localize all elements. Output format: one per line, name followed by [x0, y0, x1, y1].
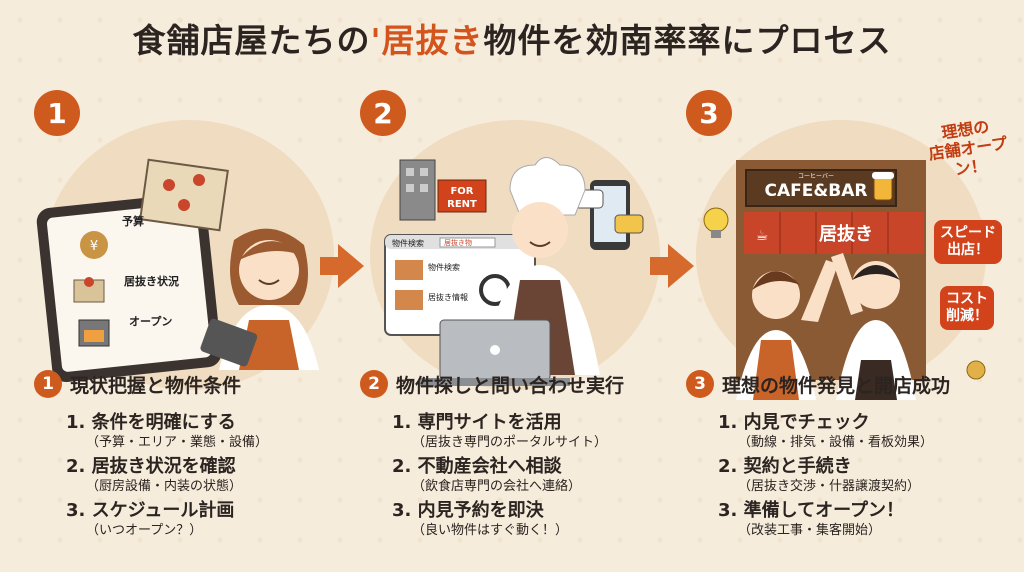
step-3-illustration: CAFE&BAR コーヒーバー ☕ 居抜き	[703, 160, 995, 400]
step-3-number: 3	[686, 90, 732, 136]
list-item: 1. 内見でチェック（動線・排気・設備・看板効果）	[718, 412, 934, 450]
svg-text:RENT: RENT	[447, 199, 477, 210]
cost-badge: コスト 削減！	[940, 286, 994, 330]
step-2-number: 2	[360, 90, 406, 136]
arrow-right-icon	[320, 257, 340, 275]
open-badge: 理想の 店舗オープン！	[927, 116, 1009, 179]
list-item: 3. 内見予約を即決（良い物件はすぐ動く！）	[392, 500, 569, 538]
list-item: 2. 居抜き状況を確認（厨房設備・内装の状態）	[66, 456, 243, 494]
for-rent-sign: FOR	[450, 186, 473, 197]
list-item: 3. 準備してオープン！（改装工事・集客開始）	[718, 500, 905, 538]
step-1-number: 1	[34, 90, 80, 136]
step-1-items: 1. 条件を明確にする（予算・エリア・業態・設備） 2. 居抜き状況を確認（厨房…	[66, 412, 346, 544]
svg-text:居抜き情報: 居抜き情報	[428, 292, 468, 302]
svg-text:コーヒーバー: コーヒーバー	[798, 173, 834, 180]
speed-badge: スピード 出店！	[934, 220, 1002, 264]
step-2-items: 1. 専門サイトを活用（居抜き専門のポータルサイト） 2. 不動産会社へ相談（飲…	[392, 412, 672, 544]
page-title: 食舗店屋たちの'居抜き物件を効南率率にプロセス	[132, 21, 892, 60]
arrow-right-icon	[650, 257, 670, 275]
svg-text:居抜き物: 居抜き物	[444, 238, 472, 247]
coffee-icon: ☕	[756, 228, 769, 244]
list-item: 1. 専門サイトを活用（居抜き専門のポータルサイト）	[392, 412, 608, 450]
step-1-illustration: ¥ 予算 居抜き状況 オープン	[36, 158, 319, 383]
open-label: オープン	[129, 314, 172, 328]
svg-text:物件検索: 物件検索	[428, 262, 460, 272]
inuki-noren: 居抜き	[819, 223, 873, 245]
step-3-column: 3 CAFE&BAR コーヒーバー ☕ 居抜き	[686, 90, 1016, 560]
step-2-column: 2 FOR RENT 物件検索 居抜き物 物件検索 居抜き情報	[360, 90, 660, 560]
list-item: 2. 不動産会社へ相談（飲食店専門の会社へ連絡）	[392, 456, 582, 494]
arrow-right-icon	[668, 244, 694, 288]
step-3-items: 1. 内見でチェック（動線・排気・設備・看板効果） 2. 契約と手続き（居抜き交…	[718, 412, 998, 544]
step-2-illustration: FOR RENT 物件検索 居抜き物 物件検索 居抜き情報	[384, 157, 644, 386]
svg-text:物件検索: 物件検索	[392, 238, 424, 248]
budget-label: 予算	[122, 214, 144, 228]
list-item: 3. スケジュール計画（いつオープン？）	[66, 500, 235, 538]
status-label: 居抜き状況	[124, 274, 179, 288]
arrow-right-icon	[338, 244, 364, 288]
list-item: 1. 条件を明確にする（予算・エリア・業態・設備）	[66, 412, 269, 450]
cafe-bar-sign: CAFE&BAR	[765, 181, 868, 201]
list-item: 2. 契約と手続き（居抜き交渉・什器譲渡契約）	[718, 456, 921, 494]
yen-icon: ¥	[90, 239, 98, 254]
